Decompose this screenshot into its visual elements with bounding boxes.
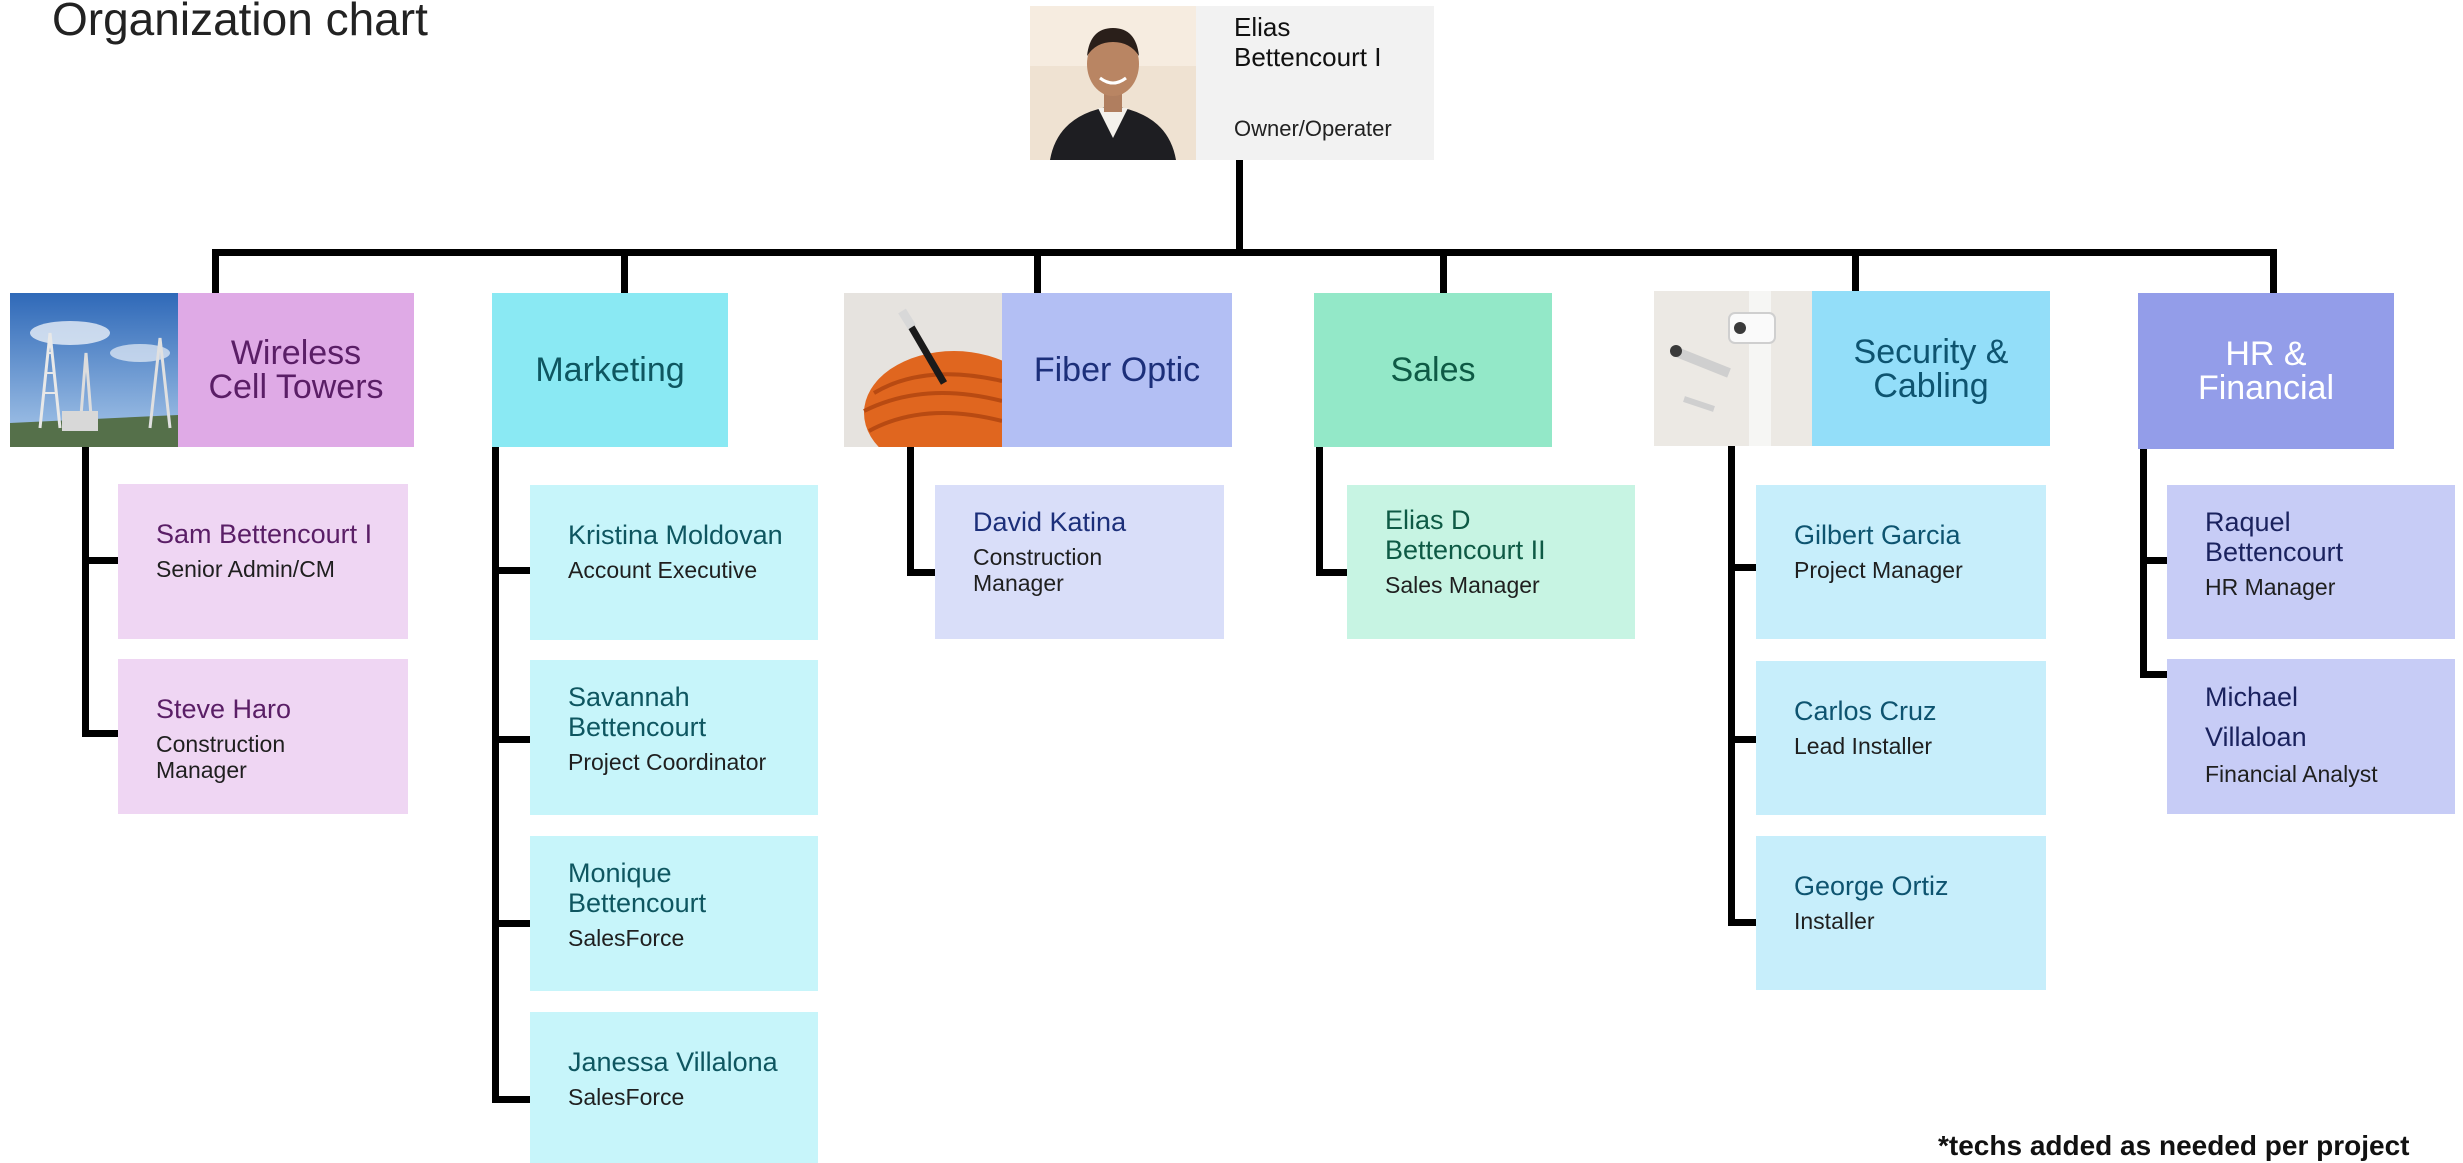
footnote: *techs added as needed per project bbox=[1938, 1130, 2410, 1161]
cell-towers-photo bbox=[10, 293, 178, 447]
security-camera-photo bbox=[1654, 291, 1812, 446]
connector-security-tick-3 bbox=[1728, 919, 1756, 926]
connector-horizontal-bus bbox=[212, 249, 2276, 256]
ceo-card: Elias Bettencourt I Owner/Operater bbox=[1196, 6, 1434, 160]
person-card: George Ortiz Installer bbox=[1756, 836, 2046, 990]
person-title: Senior Admin/CM bbox=[156, 556, 335, 582]
person-title: Installer bbox=[1794, 908, 1875, 934]
ceo-name: Elias Bettencourt I bbox=[1234, 12, 1382, 72]
person-card: Elias D Bettencourt II Sales Manager bbox=[1347, 485, 1635, 639]
page-title: Organization chart bbox=[52, 0, 428, 45]
connector-sales-vertical bbox=[1316, 447, 1323, 576]
person-title: HR Manager bbox=[2205, 574, 2336, 600]
dept-header-fiber: Fiber Optic bbox=[1002, 293, 1232, 447]
dept-header-hr: HR &Financial bbox=[2138, 293, 2394, 449]
person-card: Carlos Cruz Lead Installer bbox=[1756, 661, 2046, 815]
connector-marketing-tick-2 bbox=[492, 736, 530, 743]
ceo-photo bbox=[1030, 6, 1196, 160]
person-title: Account Executive bbox=[568, 557, 758, 583]
connector-drop-hr bbox=[2270, 249, 2277, 293]
connector-security-tick-2 bbox=[1728, 736, 1756, 743]
connector-marketing-vertical bbox=[492, 447, 499, 1103]
person-card: Monique Bettencourt SalesForce bbox=[530, 836, 818, 991]
ceo-title: Owner/Operater bbox=[1234, 116, 1392, 141]
cell-towers-image bbox=[10, 293, 178, 447]
connector-drop-wireless bbox=[212, 249, 219, 293]
person-name: Raquel Bettencourt bbox=[2205, 507, 2344, 567]
connector-security-vertical bbox=[1728, 446, 1735, 926]
person-name: Janessa Villalona bbox=[568, 1047, 778, 1077]
person-card: Gilbert Garcia Project Manager bbox=[1756, 485, 2046, 639]
security-camera-image bbox=[1654, 291, 1812, 446]
person-name: Sam Bettencourt I bbox=[156, 519, 373, 549]
connector-fiber-tick-1 bbox=[907, 569, 935, 576]
person-title: SalesForce bbox=[568, 925, 685, 951]
connector-marketing-tick-3 bbox=[492, 920, 530, 927]
person-card: Steve Haro Construction Manager bbox=[118, 659, 408, 814]
person-title: Project Coordinator bbox=[568, 749, 767, 775]
person-card: David Katina Construction Manager bbox=[935, 485, 1224, 639]
person-title: Construction Manager bbox=[973, 544, 1103, 596]
connector-fiber-vertical bbox=[907, 447, 914, 576]
connector-security-tick-1 bbox=[1728, 564, 1756, 571]
person-name: Savannah Bettencourt bbox=[568, 682, 707, 742]
connector-hr-tick-1 bbox=[2140, 557, 2167, 564]
person-name: Gilbert Garcia bbox=[1794, 520, 1961, 550]
person-name: Elias D Bettencourt II bbox=[1385, 505, 1546, 565]
connector-drop-marketing bbox=[621, 249, 628, 293]
dept-header-sales: Sales bbox=[1314, 293, 1552, 447]
person-name: David Katina bbox=[973, 507, 1127, 537]
person-title: Construction Manager bbox=[156, 731, 286, 783]
dept-header-marketing: Marketing bbox=[492, 293, 728, 447]
person-title: SalesForce bbox=[568, 1084, 685, 1110]
person-title: Financial Analyst bbox=[2205, 761, 2378, 787]
person-name: Kristina Moldovan bbox=[568, 520, 783, 550]
person-name: Michael Villaloan bbox=[2205, 682, 2307, 752]
person-name: George Ortiz bbox=[1794, 871, 1949, 901]
person-title: Project Manager bbox=[1794, 557, 1963, 583]
connector-sales-tick-1 bbox=[1316, 569, 1347, 576]
connector-drop-sales bbox=[1440, 249, 1447, 293]
connector-hr-tick-2 bbox=[2140, 671, 2167, 678]
person-title: Sales Manager bbox=[1385, 572, 1540, 598]
fiber-cable-image bbox=[844, 293, 1002, 447]
person-name: Monique Bettencourt bbox=[568, 858, 707, 918]
person-card: Sam Bettencourt I Senior Admin/CM bbox=[118, 484, 408, 639]
person-card: Savannah Bettencourt Project Coordinator bbox=[530, 660, 818, 815]
connector-ceo-trunk bbox=[1236, 160, 1243, 253]
person-card: Michael Villaloan Financial Analyst bbox=[2167, 659, 2455, 814]
connector-marketing-tick-1 bbox=[492, 567, 530, 574]
connector-wireless-tick-1 bbox=[82, 557, 118, 564]
person-name: Steve Haro bbox=[156, 694, 292, 724]
connector-drop-fiber bbox=[1034, 249, 1041, 293]
ceo-portrait-image bbox=[1030, 6, 1196, 160]
person-card: Raquel Bettencourt HR Manager bbox=[2167, 485, 2455, 639]
connector-marketing-tick-4 bbox=[492, 1096, 530, 1103]
person-card: Janessa Villalona SalesForce bbox=[530, 1012, 818, 1163]
dept-header-security: Security &Cabling bbox=[1812, 291, 2050, 446]
person-title: Lead Installer bbox=[1794, 733, 1933, 759]
person-name: Carlos Cruz bbox=[1794, 696, 1937, 726]
person-card: Kristina Moldovan Account Executive bbox=[530, 485, 818, 640]
connector-wireless-vertical bbox=[82, 447, 89, 737]
connector-wireless-tick-2 bbox=[82, 730, 118, 737]
connector-drop-security bbox=[1852, 249, 1859, 293]
fiber-cable-photo bbox=[844, 293, 1002, 447]
